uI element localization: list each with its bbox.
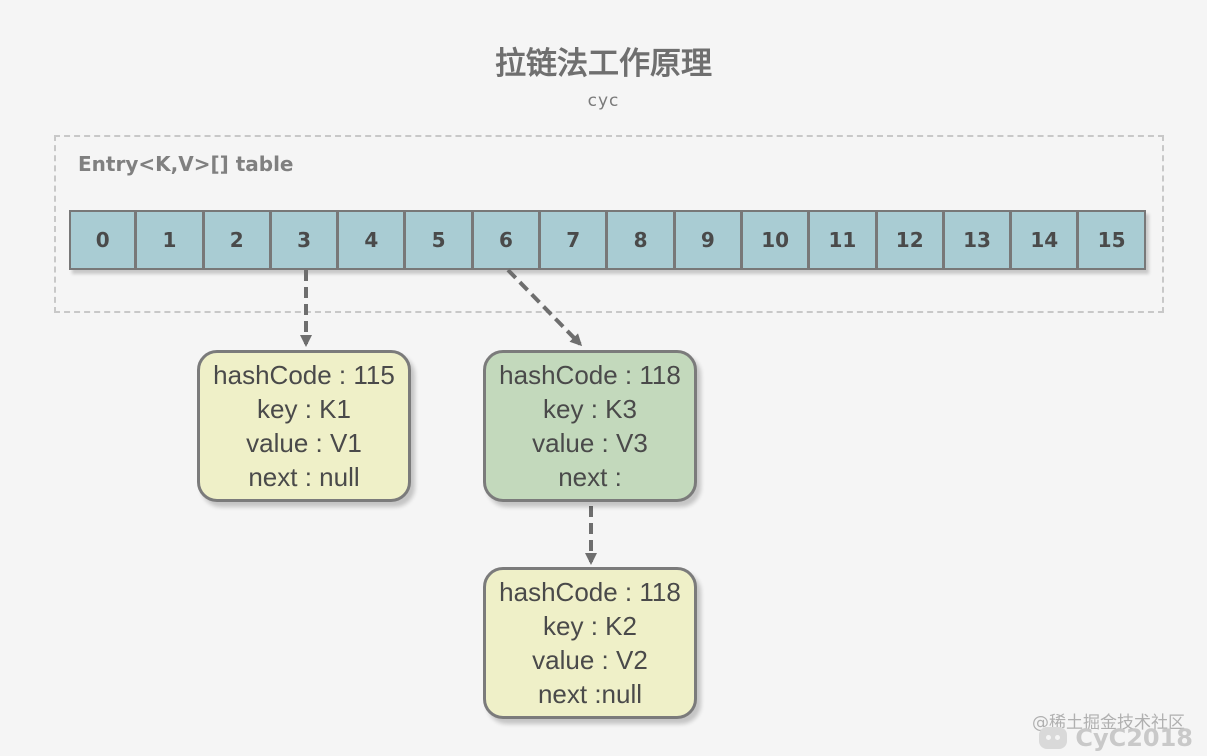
diagram-author: cyc [587,91,620,111]
diagram-title: 拉链法工作原理 [495,46,712,82]
node-next: next :null [537,679,643,709]
bucket-cell-2: 2 [203,210,271,270]
author-handle: CyC2018 [1075,724,1193,752]
table-frame [54,135,1164,313]
bucket-cell-11: 11 [809,210,877,270]
bucket-cell-9: 9 [674,210,742,270]
entry-node-k3: hashCode : 118 key : K3 value : V3 next … [483,350,697,502]
node-key: key : K1 [257,394,351,424]
node-value: value : V1 [246,428,362,458]
bucket-cell-7: 7 [540,210,608,270]
node-value: value : V2 [532,645,648,675]
bucket-cell-1: 1 [136,210,204,270]
bucket-cell-15: 15 [1078,210,1146,270]
bucket-cell-13: 13 [943,210,1012,270]
bucket-cell-10: 10 [741,210,810,270]
node-key: key : K3 [543,394,637,424]
arrow-bucket6-to-node [506,268,583,347]
entry-node-k2: hashCode : 118 key : K2 value : V2 next … [483,567,697,719]
author-watermark: CyC2018 [1039,724,1193,752]
node-value: value : V3 [532,428,648,458]
node-next: next : null [248,462,360,492]
node-hashcode: hashCode : 118 [499,360,681,390]
bucket-cell-12: 12 [876,210,944,270]
site-watermark: @稀土掘金技术社区 [1032,713,1185,733]
bucket-cell-6: 6 [472,210,541,270]
node-key: key : K2 [543,611,637,641]
bucket-cell-8: 8 [607,210,675,270]
table-label: Entry<K,V>[] table [78,152,294,176]
node-hashcode: hashCode : 118 [499,577,681,607]
bucket-cell-14: 14 [1011,210,1079,270]
bot-icon [1039,727,1068,749]
bucket-cell-3: 3 [270,210,339,270]
node-next: next : [558,462,622,492]
bucket-cell-0: 0 [69,210,137,270]
node-hashcode: hashCode : 115 [213,360,395,390]
bucket-cell-4: 4 [338,210,406,270]
bucket-cell-5: 5 [405,210,473,270]
entry-node-k1: hashCode : 115 key : K1 value : V1 next … [197,350,411,502]
